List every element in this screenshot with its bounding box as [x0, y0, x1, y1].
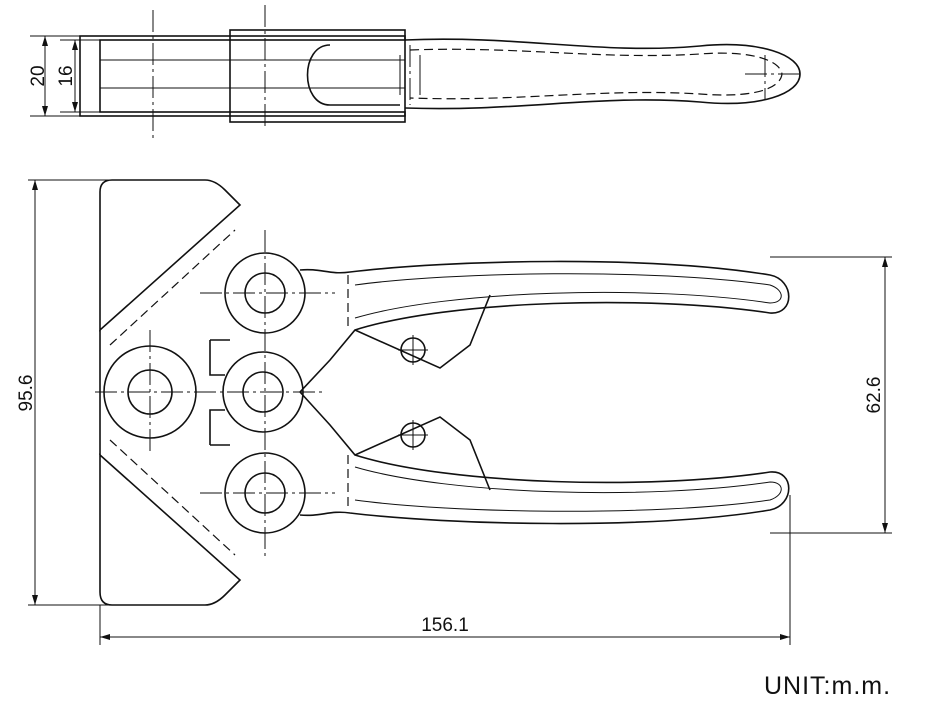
- dim-20: 20: [28, 65, 49, 86]
- dim-156-1: 156.1: [421, 615, 469, 636]
- top-view: 20 16: [28, 5, 801, 140]
- dim-95-6: 95.6: [16, 375, 37, 412]
- dim-16: 16: [56, 65, 77, 86]
- dim-62-6: 62.6: [864, 377, 885, 414]
- front-view: 95.6 62.6 156.1: [16, 179, 892, 645]
- unit-label: UNIT:m.m.: [764, 672, 892, 700]
